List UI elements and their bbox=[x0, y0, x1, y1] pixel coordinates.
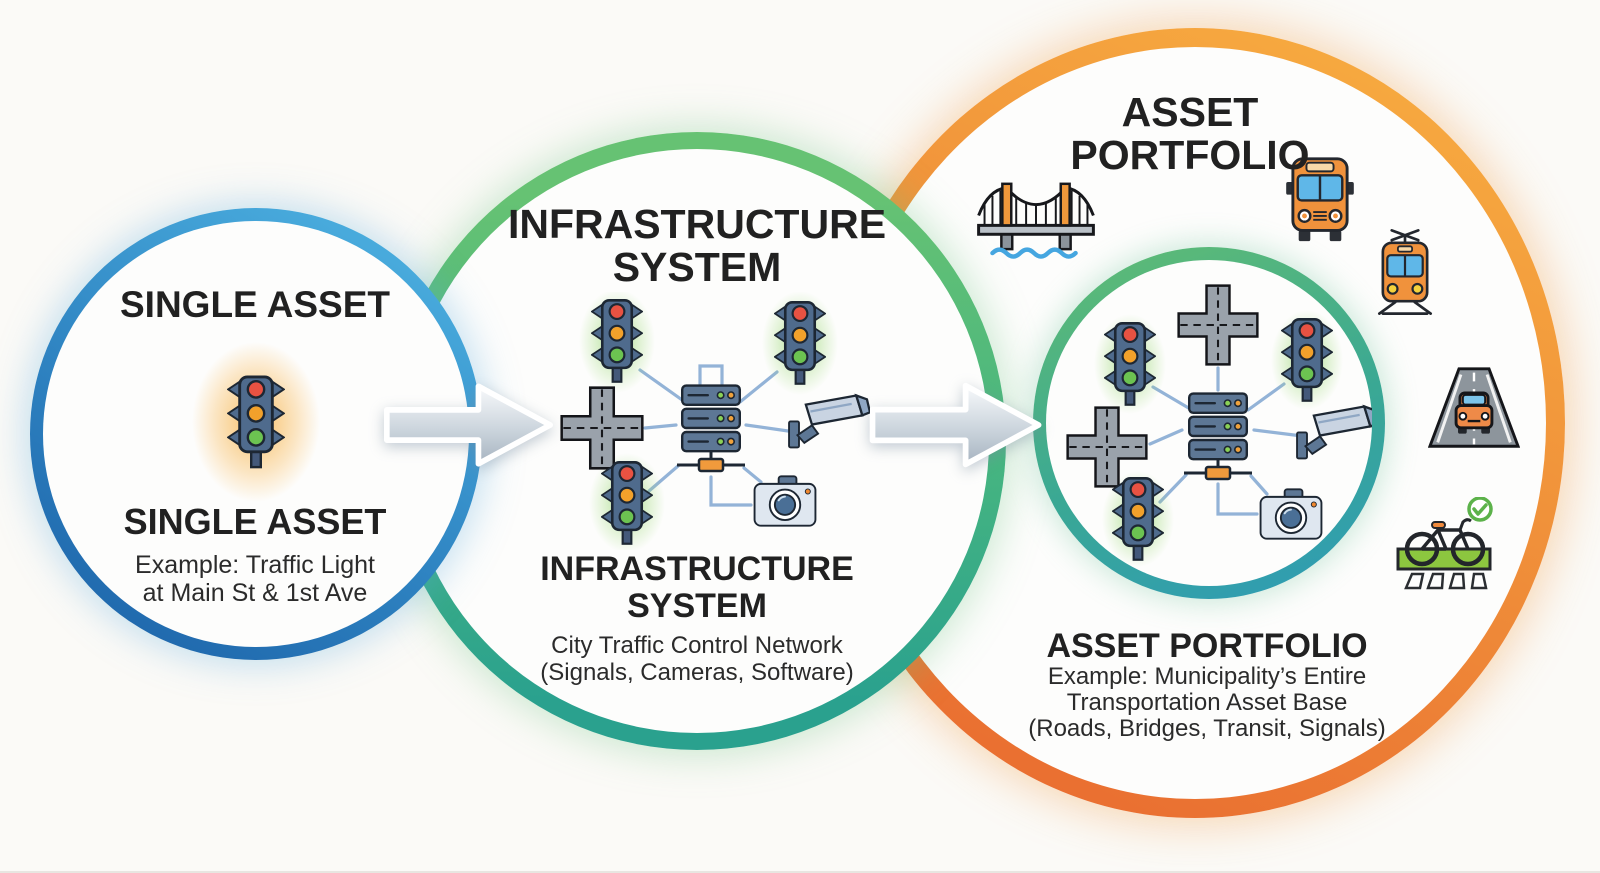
photo-camera-icon bbox=[753, 475, 817, 527]
cctv-camera-icon bbox=[1295, 405, 1372, 460]
example-line: Transportation Asset Base bbox=[1066, 689, 1348, 716]
asset-portfolio-title: ASSET PORTFOLIO bbox=[990, 91, 1390, 177]
single-asset-traffic-light bbox=[192, 342, 320, 502]
example-line: City Traffic Control Network bbox=[551, 632, 843, 659]
example-line: (Signals, Cameras, Software) bbox=[540, 659, 854, 686]
asset-portfolio-example: Example: Municipality’s Entire Transport… bbox=[1007, 664, 1407, 742]
single-asset-label: SINGLE ASSET bbox=[123, 501, 387, 542]
road-with-car-icon bbox=[1428, 366, 1520, 450]
label-line: SYSTEM bbox=[627, 587, 767, 625]
cctv-camera-icon bbox=[787, 394, 870, 449]
traffic-control-network-diagram bbox=[560, 292, 870, 550]
infrastructure-system-title: INFRASTRUCTURE SYSTEM bbox=[492, 203, 902, 289]
bike-lane-icon bbox=[1396, 497, 1496, 592]
title-line: INFRASTRUCTURE bbox=[507, 201, 887, 247]
title-line: PORTFOLIO bbox=[1070, 132, 1310, 178]
server-icon bbox=[1187, 392, 1249, 461]
network-connectors bbox=[638, 364, 797, 507]
network-hub-icon bbox=[697, 457, 725, 473]
bottom-divider bbox=[0, 871, 1600, 873]
arrow-single-to-system-icon bbox=[384, 377, 554, 473]
asset-portfolio-label: ASSET PORTFOLIO bbox=[1046, 627, 1368, 665]
bridge-icon bbox=[976, 166, 1096, 261]
example-line: Example: Municipality’s Entire bbox=[1047, 663, 1367, 690]
example-line: Example: Traffic Light bbox=[135, 551, 375, 579]
single-asset-example: Example: Traffic Light at Main St & 1st … bbox=[55, 551, 455, 607]
single-asset-title: SINGLE ASSET bbox=[119, 284, 390, 325]
infrastructure-system-label: INFRASTRUCTURE SYSTEM bbox=[492, 551, 902, 625]
title-line: SYSTEM bbox=[612, 244, 782, 290]
photo-camera-icon bbox=[1259, 488, 1323, 540]
network-hub-icon bbox=[1204, 465, 1232, 481]
example-line: (Roads, Bridges, Transit, Signals) bbox=[1028, 715, 1386, 742]
infrastructure-system-example: City Traffic Control Network (Signals, C… bbox=[492, 632, 902, 686]
label-line: INFRASTRUCTURE bbox=[540, 550, 854, 588]
example-line: at Main St & 1st Ave bbox=[142, 579, 368, 607]
title-line: ASSET bbox=[1121, 89, 1259, 135]
tram-icon bbox=[1374, 222, 1436, 322]
server-icon bbox=[680, 384, 742, 453]
crossroad-icon bbox=[1177, 284, 1259, 366]
portfolio-network-diagram bbox=[1066, 284, 1372, 567]
arrow-system-to-portfolio-icon bbox=[868, 377, 1044, 473]
